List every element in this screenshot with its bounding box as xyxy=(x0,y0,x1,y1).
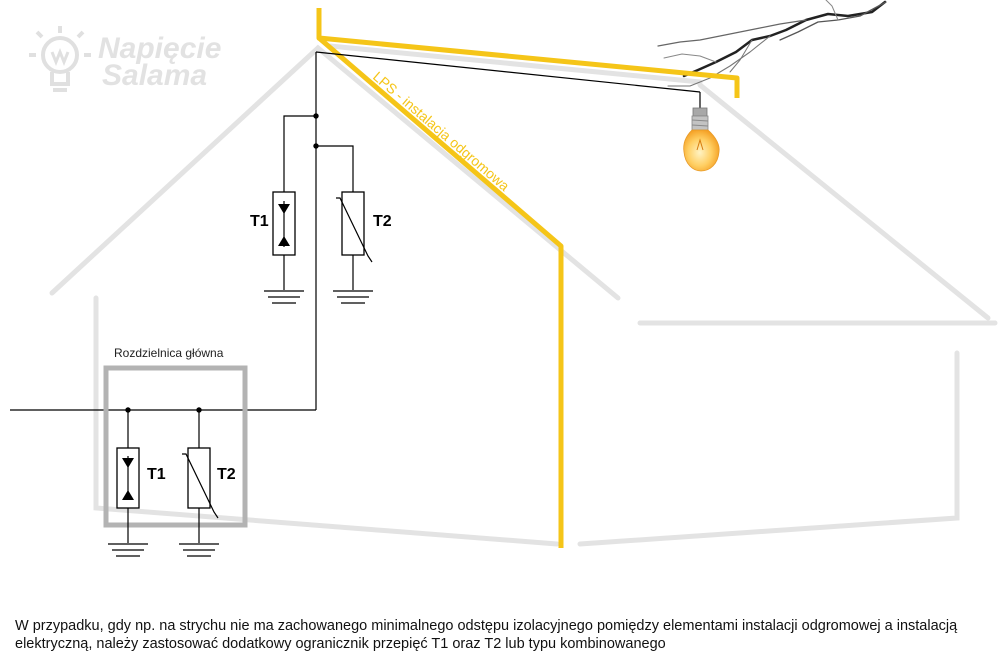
main-distribution-board xyxy=(103,365,248,528)
panel-ground-symbol-t2 xyxy=(179,543,219,557)
wire-junctions xyxy=(125,113,319,413)
attic-ground-symbol-t2 xyxy=(333,290,373,304)
bulb-logo-icon xyxy=(29,26,91,92)
lps-label: LPS - instalacja odgromowa xyxy=(370,68,513,194)
panel-arrester-t1 xyxy=(116,447,140,543)
panel-t1-label: T1 xyxy=(147,466,166,483)
attic-arrester-t1 xyxy=(272,191,296,290)
lps-conductor xyxy=(316,8,740,548)
attic-arrester-t2 xyxy=(336,191,373,290)
logo-line1: Napięcie xyxy=(98,32,221,65)
caption-text: W przypadku, gdy np. na strychu nie ma z… xyxy=(15,618,958,652)
attic-t2-label: T2 xyxy=(373,213,392,230)
panel-label: Rozdzielnica główna xyxy=(114,346,224,360)
attic-t1-label: T1 xyxy=(250,213,269,230)
logo-line2: Salama xyxy=(102,59,207,92)
panel-ground-symbol-t1 xyxy=(108,543,148,557)
wiring xyxy=(10,51,701,448)
house-outline xyxy=(49,43,998,547)
panel-arrester-t2 xyxy=(182,447,219,543)
logo: Napięcie Salama xyxy=(29,26,221,92)
panel-t2-label: T2 xyxy=(217,466,236,483)
attic-ground-symbol-t1 xyxy=(264,290,304,304)
lightning-bolt xyxy=(657,0,887,87)
light-bulb-icon xyxy=(683,107,720,172)
